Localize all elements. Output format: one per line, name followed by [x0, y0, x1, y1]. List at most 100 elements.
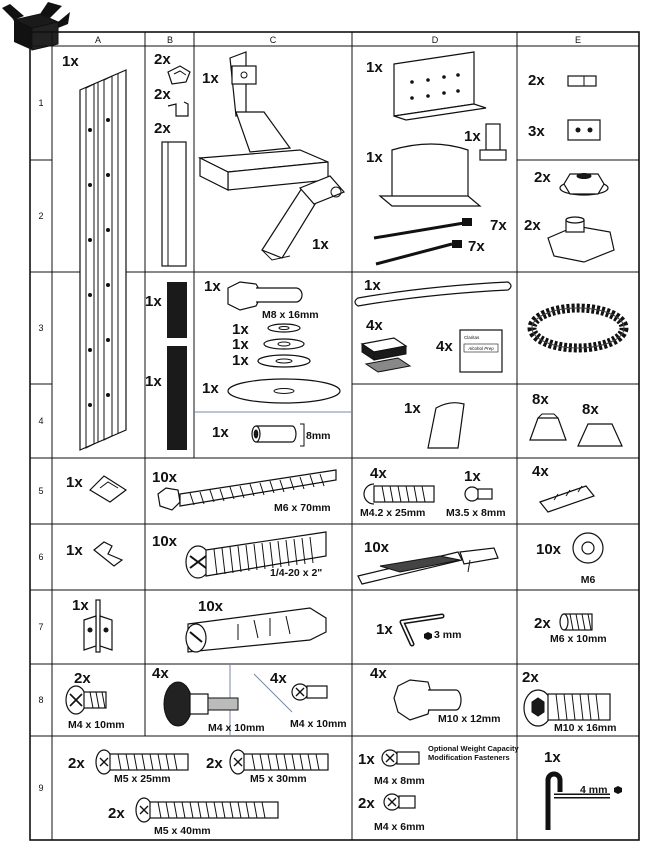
part-qty: 1x — [145, 293, 162, 310]
part-qty: 1x — [204, 278, 221, 295]
part-qty: 4x — [370, 465, 387, 482]
part-size: 4 mm — [580, 784, 607, 796]
part-qty: 1x — [62, 53, 79, 70]
row-header-1: 1 — [38, 98, 43, 108]
part-c1-arm: 1x — [197, 51, 329, 191]
part-qty: 4x — [436, 338, 453, 355]
col-header-d: D — [432, 35, 439, 45]
part-b1-clips: 2x 2x 2x — [154, 51, 191, 267]
part-qty: 1x — [364, 277, 381, 294]
part-size: M4 x 6mm — [374, 821, 425, 833]
part-c8-thumb-screw: 4x M4 x 10mm — [152, 665, 265, 734]
part-e4-bumpers: 8x 8x — [529, 391, 623, 447]
part-size: M10 x 12mm — [438, 713, 500, 725]
part-size: M6 x 10mm — [550, 633, 607, 645]
part-e9-t-handle-key: 1x 4 mm — [544, 749, 622, 830]
part-a6-clip: 1x — [66, 541, 124, 567]
part-size: M5 x 40mm — [154, 825, 211, 837]
part-qty: 1x — [358, 751, 375, 768]
part-d4-cover: 1x — [404, 400, 465, 449]
part-c4-spacer: 1x 8mm — [212, 423, 331, 447]
part-qty: 4x — [366, 317, 383, 334]
row-header-5: 5 — [38, 486, 43, 496]
part-size: M4 x 10mm — [208, 722, 265, 734]
row-header-9: 9 — [38, 783, 43, 793]
part-d2-ties: 7x 7x — [373, 217, 507, 266]
part-c3-bolt: 1x M8 x 16mm — [204, 278, 319, 321]
part-qty: 1x — [72, 597, 89, 614]
part-size: M4 x 8mm — [374, 775, 425, 787]
part-qty: 1x — [212, 424, 229, 441]
row-header-6: 6 — [38, 552, 43, 562]
part-qty: 1x — [66, 474, 83, 491]
part-qty: 4x — [152, 665, 169, 682]
part-qty: 1x — [404, 400, 421, 417]
part-size: M4 x 10mm — [290, 718, 347, 730]
part-qty: 7x — [468, 238, 485, 255]
part-c5-lag-screw: 10x M6 x 70mm — [152, 469, 337, 514]
col-header-b: B — [167, 35, 173, 45]
part-a8-screw: 2x M4 x 10mm — [65, 670, 125, 731]
part-d1-plate: 1x — [366, 51, 487, 121]
row-header-4: 4 — [38, 416, 43, 426]
part-d7-hex-key: 1x 3 mm — [376, 613, 461, 647]
part-e1-plate: 3x — [528, 119, 601, 141]
row-header-2: 2 — [38, 211, 43, 221]
part-size: 8mm — [306, 430, 331, 442]
part-d9-fasteners: 1x Optional Weight Capacity Modification… — [358, 744, 519, 833]
col-header-a: A — [95, 35, 101, 45]
part-size: M6 — [581, 574, 596, 586]
part-size: M6 x 70mm — [274, 502, 331, 514]
part-size: M10 x 16mm — [554, 722, 616, 734]
part-c8-small-screw: 4x M4 x 10mm — [270, 670, 347, 730]
part-d6-toggle-anchor: 10x — [357, 539, 499, 585]
row-headers: 1 2 3 4 5 6 7 8 9 — [38, 98, 43, 793]
open-box-icon — [2, 2, 70, 51]
part-size: M4 x 10mm — [68, 719, 125, 731]
part-qty: 4x — [370, 665, 387, 682]
part-d3-strip: 1x — [354, 277, 512, 307]
part-qty: 2x — [528, 72, 545, 89]
part-d3-wipes: 4x Claritas Alcohol Prep — [436, 329, 503, 373]
part-e5-anchor: 4x — [532, 463, 595, 513]
part-qty: 2x — [358, 795, 375, 812]
part-qty: 1x — [366, 59, 383, 76]
c8-divider — [253, 673, 293, 713]
part-qty: 2x — [108, 805, 125, 822]
part-qty: 4x — [532, 463, 549, 480]
wipe-brand: Claritas — [464, 335, 480, 340]
part-e1-clip-a: 2x — [528, 72, 597, 89]
part-qty: 2x — [154, 120, 171, 137]
part-c6-bolt: 10x 1/4-20 x 2" — [152, 531, 327, 579]
part-a9-screw-30: 2x M5 x 30mm — [206, 749, 329, 785]
part-qty: 10x — [152, 533, 178, 550]
part-c3-washers: 1x 1x 1x 1x — [202, 321, 341, 404]
part-qty: 1x — [66, 542, 83, 559]
part-qty: 1x — [232, 352, 249, 369]
part-d8-shoulder-bolt: 4x M10 x 12mm — [370, 665, 500, 725]
part-qty: 2x — [68, 755, 85, 772]
part-qty: 8x — [532, 391, 549, 408]
optional-fasteners-note: Optional Weight Capacity Modification Fa… — [428, 744, 519, 762]
part-qty: 2x — [154, 86, 171, 103]
part-qty: 4x — [270, 670, 287, 687]
part-qty: 10x — [152, 469, 178, 486]
part-c7-anchor: 10x — [185, 598, 327, 653]
part-qty: 2x — [522, 669, 539, 686]
part-qty: 2x — [524, 217, 541, 234]
part-e3-spiral-wrap — [527, 303, 629, 353]
part-e2-foot: 2x — [524, 216, 615, 263]
part-size: 3 mm — [434, 629, 461, 641]
part-size: M3.5 x 8mm — [446, 507, 506, 519]
part-qty: 2x — [534, 169, 551, 186]
part-e7-set-screw: 2x M6 x 10mm — [534, 613, 607, 645]
part-a9-screw-40: 2x M5 x 40mm — [108, 797, 279, 837]
part-qty: 1x — [464, 468, 481, 485]
part-qty: 8x — [582, 401, 599, 418]
part-qty: 1x — [312, 236, 329, 253]
row-header-3: 3 — [38, 323, 43, 333]
part-qty: 1x — [232, 336, 249, 353]
column-headers: A B C D E — [95, 35, 581, 45]
part-qty: 10x — [198, 598, 224, 615]
